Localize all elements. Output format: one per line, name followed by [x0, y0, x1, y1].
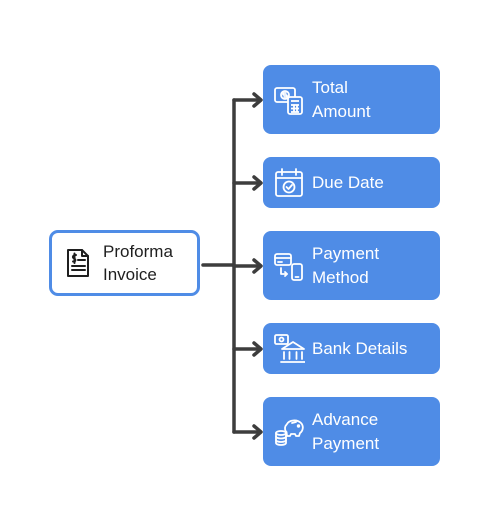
- node-due-date: Due Date: [263, 157, 440, 208]
- node-total-amount: Total Amount: [263, 65, 440, 134]
- node-label: Due Date: [312, 172, 384, 192]
- card-to-phone-icon: [274, 252, 303, 281]
- piggy-bank-coins-icon: [275, 419, 304, 446]
- bank-icon: [274, 333, 305, 363]
- node-advance-payment: Advance Payment: [263, 397, 440, 466]
- cash-calculator-icon: [274, 86, 303, 115]
- node-bank-details: Bank Details: [263, 323, 440, 374]
- node-label: Payment Method: [312, 243, 380, 287]
- invoice-icon: [67, 249, 89, 277]
- node-label: Bank Details: [312, 338, 408, 358]
- node-label: Advance Payment: [312, 409, 380, 453]
- root-node-label: Proforma Invoice: [103, 242, 173, 284]
- node-payment-method: Payment Method: [263, 231, 440, 300]
- calendar-check-icon: [275, 167, 303, 197]
- root-node-proforma-invoice: Proforma Invoice: [49, 230, 200, 296]
- node-label: Total Amount: [312, 77, 371, 121]
